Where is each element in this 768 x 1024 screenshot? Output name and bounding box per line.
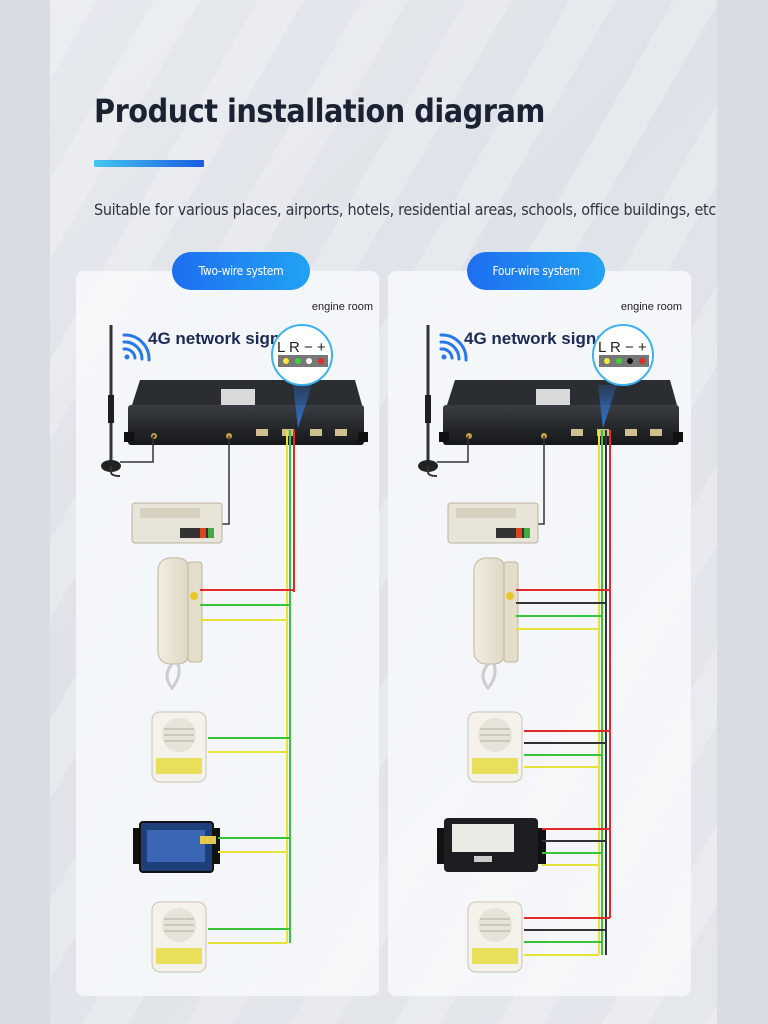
intercom-speaker <box>151 711 207 783</box>
four-wire-diagram: engine room 4G network signal <box>418 301 683 973</box>
terminal-highlight-beam <box>598 385 617 428</box>
power-supply-module <box>447 502 539 544</box>
engine-room-label: engine room <box>621 301 682 313</box>
wire-trunk <box>286 430 295 943</box>
terminal-label: L R − + <box>277 339 326 356</box>
antenna-icon <box>101 325 121 477</box>
wifi-signal-icon <box>439 333 468 362</box>
wifi-signal-icon <box>122 333 151 362</box>
network-signal-label: 4G network signal <box>464 329 610 348</box>
page-title: Product installation diagram <box>94 92 545 130</box>
antenna-icon <box>418 325 438 477</box>
power-supply-module <box>131 502 223 544</box>
two-wire-system-badge: Two-wire system <box>172 252 310 290</box>
page-subtitle: Suitable for various places, airports, h… <box>94 200 717 219</box>
intercom-speaker <box>467 711 523 783</box>
terminal-highlight-beam <box>293 385 312 428</box>
installation-diagram: engine room 4G network signal <box>101 301 683 973</box>
four-wire-system-badge: Four-wire system <box>467 252 605 290</box>
wire-trunk <box>598 430 611 955</box>
intercom-handset <box>473 557 519 691</box>
terminal-zoom-icon: L R − + <box>592 324 654 386</box>
two-wire-diagram: engine room 4G network signal <box>101 301 373 973</box>
network-signal-label: 4G network signal <box>148 329 294 348</box>
page: Product installation diagram Suitable fo… <box>50 0 717 1024</box>
wireless-controller <box>133 821 220 873</box>
intercom-speaker <box>151 901 207 973</box>
title-accent-bar <box>94 160 204 167</box>
terminal-label: L R − + <box>598 339 647 356</box>
engine-room-label: engine room <box>312 301 373 313</box>
wireless-intercom-hub <box>124 380 368 445</box>
intercom-handset <box>157 557 203 691</box>
intercom-speaker <box>467 901 523 973</box>
wireless-intercom-hub <box>439 380 683 445</box>
terminal-zoom-icon: L R − + <box>271 324 333 386</box>
wireless-controller <box>437 818 546 872</box>
